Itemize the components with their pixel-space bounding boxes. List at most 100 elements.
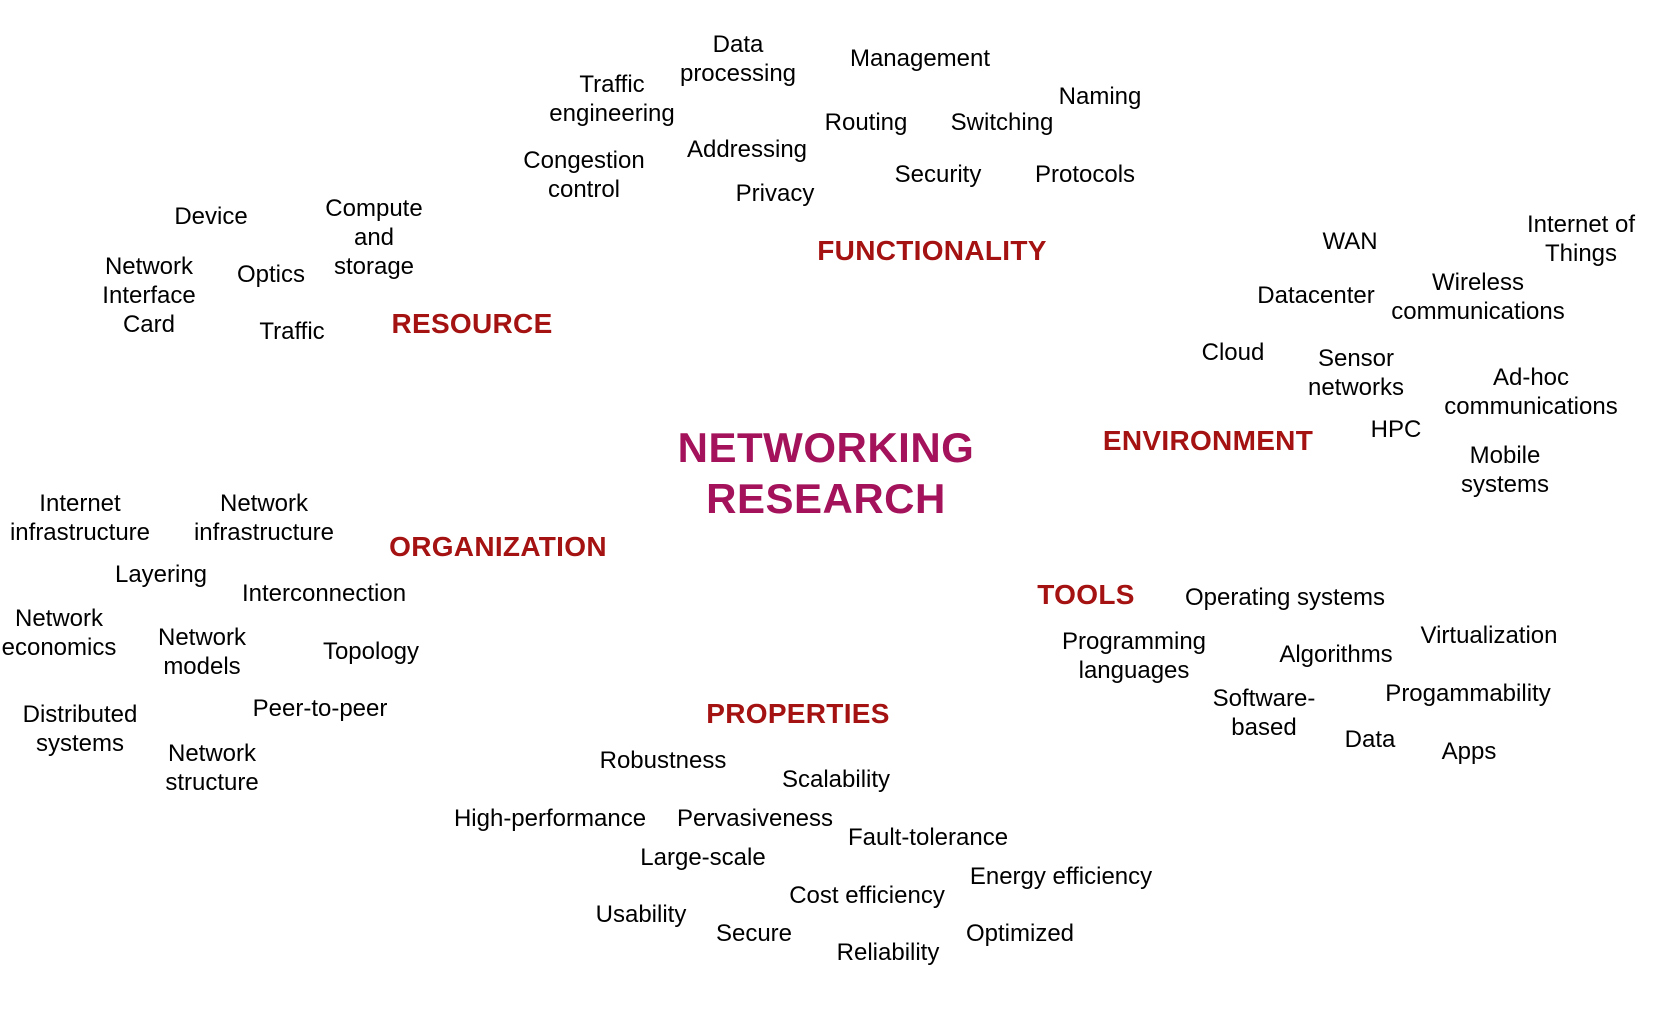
term-organization-layering: Layering (115, 560, 207, 589)
term-line: Security (894, 161, 982, 188)
term-organization-topology: Topology (323, 637, 419, 666)
term-properties-large-scale: Large-scale (640, 843, 765, 872)
category-properties: PROPERTIES (706, 698, 890, 729)
term-line: Network (167, 740, 257, 767)
term-properties-fault-tolerance: Fault-tolerance (848, 823, 1008, 852)
term-line: Usability (595, 901, 687, 928)
term-line: Ad-hoc (1492, 364, 1570, 391)
term-line: Apps (1441, 738, 1497, 765)
term-line: Datacenter (1257, 282, 1375, 309)
category-functionality: FUNCTIONALITY (817, 235, 1047, 266)
term-functionality-naming: Naming (1059, 82, 1142, 111)
term-tools-operating-systems: Operating systems (1185, 583, 1385, 612)
category-environment: ENVIRONMENT (1102, 425, 1314, 456)
term-line: systems (1460, 471, 1550, 498)
term-properties-pervasiveness: Pervasiveness (677, 804, 833, 833)
term-line: Layering (114, 561, 208, 588)
term-properties-reliability: Reliability (837, 938, 940, 967)
term-properties-robustness: Robustness (600, 746, 727, 775)
term-line: communications (1391, 298, 1565, 325)
term-line: High-performance (453, 805, 647, 832)
term-environment-wan: WAN (1322, 227, 1377, 256)
term-line: Privacy (735, 180, 815, 207)
term-line: Progammability (1385, 680, 1551, 707)
term-line: Switching (950, 109, 1054, 136)
center-title-line-1: NETWORKING (677, 424, 975, 471)
term-line: Internet of (1526, 211, 1636, 238)
term-line: Network (104, 253, 194, 280)
term-line: Traffic (579, 71, 645, 98)
term-line: Software- (1212, 685, 1316, 712)
term-line: Interface (102, 282, 196, 309)
term-properties-high-performance: High-performance (454, 804, 646, 833)
term-line: Energy efficiency (969, 863, 1153, 890)
term-line: Routing (824, 109, 908, 136)
term-line: Operating systems (1184, 584, 1386, 611)
term-resource-optics: Optics (237, 260, 305, 289)
term-tools-progammability: Progammability (1385, 679, 1550, 708)
term-functionality-management: Management (850, 44, 990, 73)
term-line: Addressing (686, 136, 808, 163)
term-line: Virtualization (1420, 622, 1558, 649)
term-tools-algorithms: Algorithms (1279, 640, 1392, 669)
category-tools: TOOLS (1037, 579, 1135, 610)
term-functionality-protocols: Protocols (1035, 160, 1135, 189)
term-line: Compute (325, 195, 423, 222)
term-line: Topology (322, 638, 420, 665)
term-line: Pervasiveness (676, 805, 834, 832)
term-tools-data: Data (1345, 725, 1396, 754)
term-line: Optics (236, 261, 306, 288)
term-line: Secure (715, 920, 793, 947)
term-line: economics (1, 634, 117, 661)
term-line: Mobile (1469, 442, 1541, 469)
term-line: Interconnection (241, 580, 407, 607)
term-line: communications (1444, 393, 1618, 420)
term-line: Data (1344, 726, 1396, 753)
term-line: Robustness (599, 747, 727, 774)
term-line: Network (14, 605, 104, 632)
term-line: Reliability (836, 939, 940, 966)
term-line: networks (1307, 374, 1405, 401)
term-line: Data (712, 31, 764, 58)
term-line: models (163, 653, 241, 680)
term-line: Sensor (1317, 345, 1395, 372)
term-line: Wireless (1431, 269, 1524, 296)
term-properties-energy-efficiency: Energy efficiency (970, 862, 1152, 891)
term-line: infrastructure (193, 519, 335, 546)
term-line: Scalability (781, 766, 891, 793)
center-title: NETWORKING RESEARCH (678, 422, 975, 524)
term-functionality-addressing: Addressing (687, 135, 807, 164)
term-line: Cloud (1201, 339, 1265, 366)
term-line: languages (1078, 657, 1190, 684)
term-line: structure (165, 769, 259, 796)
term-properties-cost-efficiency: Cost efficiency (789, 881, 945, 910)
term-functionality-security: Security (895, 160, 982, 189)
term-organization-peer-to-peer: Peer-to-peer (253, 694, 388, 723)
term-properties-optimized: Optimized (966, 919, 1074, 948)
category-resource: RESOURCE (391, 308, 553, 339)
term-line: Large-scale (640, 844, 766, 871)
term-line: Distributed (22, 701, 138, 728)
term-line: Card (122, 311, 176, 338)
term-properties-scalability: Scalability (782, 765, 890, 794)
term-line: infrastructure (9, 519, 151, 546)
term-tools-apps: Apps (1442, 737, 1497, 766)
term-resource-device: Device (174, 202, 247, 231)
term-line: Device (174, 203, 248, 230)
term-line: Internet (39, 490, 121, 517)
